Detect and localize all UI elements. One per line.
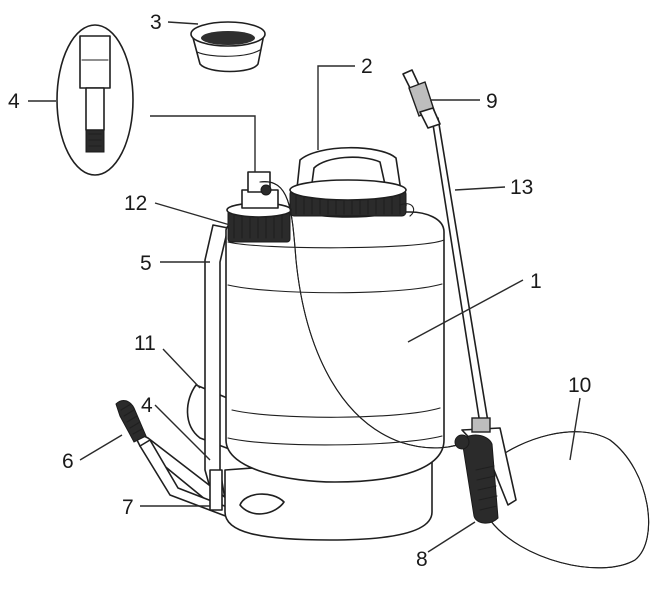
leader-lines [28, 21, 581, 553]
pump-chamber-cap [226, 171, 292, 243]
callout-2: 2 [361, 55, 373, 78]
callout-11: 11 [134, 332, 156, 355]
filler-cap [289, 146, 415, 218]
callout-1: 1 [530, 270, 542, 293]
callout-3: 3 [150, 11, 162, 34]
detail-inset [56, 24, 134, 176]
callout-10: 10 [568, 374, 591, 397]
callout-8: 8 [416, 548, 428, 571]
callout-9: 9 [486, 90, 498, 113]
hose [259, 181, 471, 449]
callout-12: 12 [124, 192, 147, 215]
callout-13: 13 [510, 176, 533, 199]
callout-labels: 1 2 3 4 4 5 6 7 8 9 10 11 12 13 [8, 11, 591, 571]
tank-body [225, 211, 445, 483]
handle-grip [115, 400, 147, 443]
long-hose [489, 431, 650, 569]
trigger-valve [454, 417, 517, 524]
nozzle [402, 69, 441, 129]
callout-6: 6 [62, 450, 74, 473]
strainer [190, 21, 266, 73]
callout-5: 5 [140, 252, 152, 275]
callout-7: 7 [122, 496, 134, 519]
callout-4-lower: 4 [141, 394, 153, 417]
callout-4-top: 4 [8, 90, 20, 113]
